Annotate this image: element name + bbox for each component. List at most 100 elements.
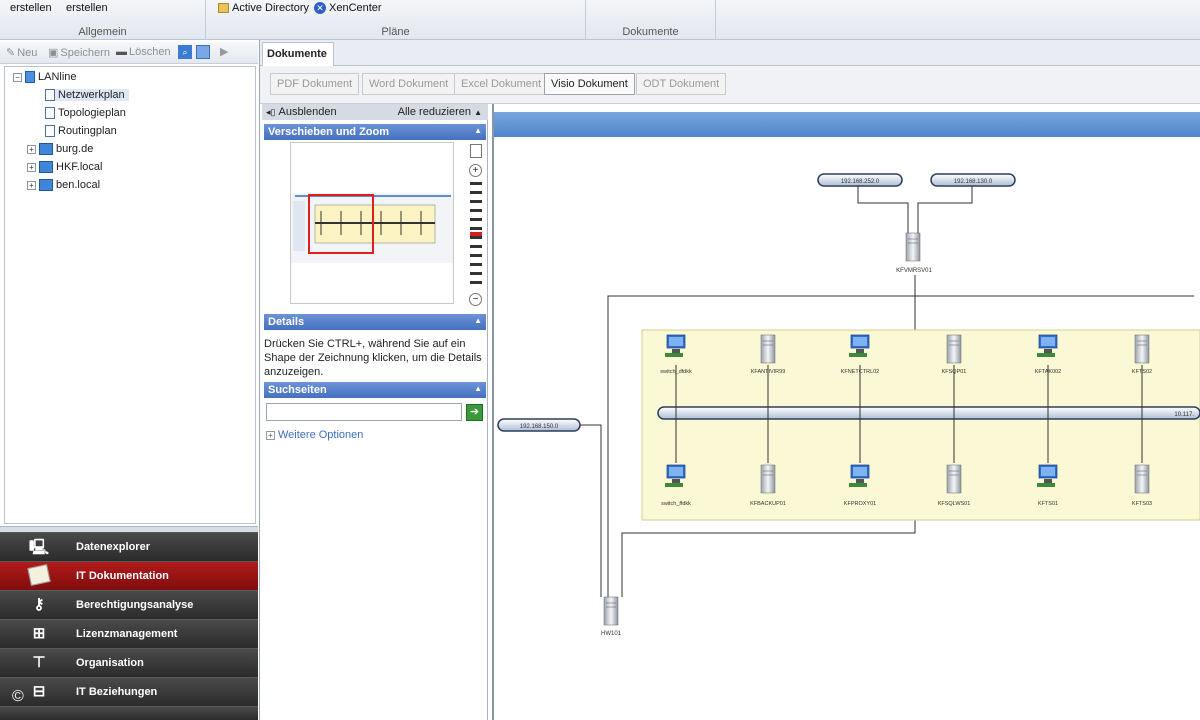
- section-header-details[interactable]: Details ▲: [264, 314, 486, 330]
- expand-icon[interactable]: +: [27, 162, 36, 172]
- zoom-thumb[interactable]: [470, 232, 482, 236]
- tree-node-ben[interactable]: + ben.local: [27, 179, 100, 191]
- ribbon-group-allgemein: erstellen erstellen Allgemein: [0, 0, 206, 40]
- weitere-optionen-label: Weitere Optionen: [278, 429, 364, 441]
- org-chart-icon: ⊤: [32, 654, 46, 671]
- zoom-preview[interactable]: [290, 142, 454, 304]
- word-button[interactable]: Word Dokument: [362, 73, 456, 95]
- page-icon[interactable]: [470, 144, 482, 158]
- section-header-zoom[interactable]: Verschieben und Zoom ▲: [264, 124, 486, 140]
- pdf-button[interactable]: PDF Dokument: [270, 73, 360, 95]
- nav-it-dokumentation[interactable]: IT Dokumentation: [0, 561, 258, 590]
- section-header-suche[interactable]: Suchseiten ▲: [264, 382, 486, 398]
- server-icon[interactable]: [1134, 334, 1150, 364]
- more-arrow-button[interactable]: ▶: [220, 45, 228, 58]
- search-go-button[interactable]: ➔: [466, 404, 483, 421]
- ribbon-group-dokumente: Dokumente: [586, 0, 716, 40]
- tree-label-hkf: HKF.local: [56, 161, 103, 173]
- workstation-icon[interactable]: [849, 464, 870, 487]
- nav-organisation[interactable]: ⊤ Organisation: [0, 648, 258, 677]
- collapse-up-icon: ▲: [474, 108, 482, 117]
- server-icon[interactable]: [1134, 464, 1150, 494]
- network-icon: ⊞: [32, 625, 46, 642]
- search-input[interactable]: [266, 403, 462, 421]
- expand-icon: +: [266, 430, 275, 440]
- server-icon[interactable]: [946, 334, 962, 364]
- active-directory-button[interactable]: Active Directory: [218, 2, 309, 14]
- nav-label: IT Dokumentation: [76, 570, 169, 582]
- subnet-top-left[interactable]: 192.168.252.0: [817, 173, 903, 187]
- expand-icon[interactable]: +: [27, 180, 36, 190]
- nav-label: Lizenzmanagement: [76, 628, 178, 640]
- nav-label: Berechtigungsanalyse: [76, 599, 194, 611]
- server-icon[interactable]: [946, 464, 962, 494]
- details-text: Drücken Sie CTRL+, während Sie auf ein S…: [264, 338, 482, 378]
- node-label-top: KFTAK002: [1035, 369, 1062, 375]
- excel-button[interactable]: Excel Dokument: [454, 73, 549, 95]
- new-button[interactable]: ✎ Neu: [6, 46, 37, 60]
- zoom-in-icon[interactable]: +: [469, 164, 482, 177]
- ribbon-group-plaene: Active Directory ✕ XenCenter Pläne: [206, 0, 586, 40]
- server-icon[interactable]: [760, 464, 776, 494]
- copy-button[interactable]: [196, 45, 210, 59]
- collapse-icon[interactable]: −: [13, 72, 22, 82]
- node-label-bottom: KFSQLWS01: [938, 501, 971, 507]
- workstation-icon[interactable]: [665, 334, 686, 357]
- tree-label-root: LANline: [38, 71, 77, 83]
- zoom-slider[interactable]: + −: [468, 144, 484, 306]
- odt-button[interactable]: ODT Dokument: [636, 73, 727, 95]
- domain-icon: [39, 161, 53, 173]
- server-icon[interactable]: [760, 334, 776, 364]
- search-button[interactable]: ⌕: [178, 45, 192, 59]
- subnet-top-right[interactable]: 192.168.130.0: [930, 173, 1016, 187]
- server-icon[interactable]: [905, 232, 921, 262]
- zoom-out-icon[interactable]: −: [469, 293, 482, 306]
- computer-icon: 🖳: [28, 539, 49, 556]
- ausblenden-button[interactable]: ◂▯ Ausblenden: [266, 106, 337, 118]
- nav-label: Organisation: [76, 657, 144, 669]
- workstation-icon[interactable]: [1037, 464, 1058, 487]
- node-label-bottom: switch_ffdkk: [661, 501, 691, 507]
- tree-node-routingplan[interactable]: Routingplan: [45, 125, 117, 137]
- key-icon: ⚷: [33, 596, 45, 613]
- nav-berechtigungsanalyse[interactable]: ⚷ Berechtigungsanalyse: [0, 590, 258, 619]
- section-title-suche: Suchseiten: [268, 384, 327, 396]
- server-icon[interactable]: [603, 596, 619, 626]
- nav-lizenzmanagement[interactable]: ⊞ Lizenzmanagement: [0, 619, 258, 648]
- tab-dokumente[interactable]: Dokumente: [262, 42, 334, 66]
- workstation-icon[interactable]: [849, 334, 870, 357]
- save-button[interactable]: ▣ Speichern: [48, 46, 110, 60]
- server-group-area: [641, 329, 1200, 521]
- visio-button[interactable]: Visio Dokument: [544, 73, 635, 95]
- workstation-icon[interactable]: [665, 464, 686, 487]
- xencenter-button[interactable]: ✕ XenCenter: [314, 2, 382, 14]
- tree-view: − LANline Netzwerkplan Topologieplan Rou…: [4, 66, 256, 524]
- tree-node-root[interactable]: − LANline: [13, 71, 77, 83]
- workstation-icon[interactable]: [1037, 334, 1058, 357]
- erstellen-button-1[interactable]: erstellen: [10, 2, 52, 14]
- nav-more[interactable]: [0, 706, 258, 720]
- arrow-right-icon: ➔: [469, 406, 480, 418]
- tree-node-burg[interactable]: + burg.de: [27, 143, 93, 155]
- delete-icon: ▬: [116, 46, 127, 58]
- tree-node-netzwerkplan[interactable]: Netzwerkplan: [45, 89, 129, 101]
- subnet-bus[interactable]: 10.117.: [657, 406, 1200, 420]
- alle-reduzieren-button[interactable]: Alle reduzieren ▲: [398, 106, 482, 118]
- nav-datenexplorer[interactable]: 🖳 Datenexplorer: [0, 532, 258, 561]
- expand-icon[interactable]: +: [27, 144, 36, 154]
- side-panel-header: ◂▯ Ausblenden Alle reduzieren ▲: [262, 104, 488, 120]
- subnet-top-left-label: 192.168.252.0: [841, 179, 880, 185]
- erstellen-button-2[interactable]: erstellen: [66, 2, 108, 14]
- subnet-left[interactable]: 192.168.150.0: [497, 418, 581, 432]
- splitter[interactable]: [0, 526, 258, 532]
- node-label-bottom: KFBACKUP01: [750, 501, 786, 507]
- nav-it-beziehungen[interactable]: ⊟ IT Beziehungen: [0, 677, 258, 706]
- tree-node-hkf[interactable]: + HKF.local: [27, 161, 102, 173]
- delete-button[interactable]: ▬ Löschen: [116, 46, 171, 58]
- tree-label-netzwerkplan: Netzwerkplan: [58, 89, 125, 101]
- weitere-optionen-link[interactable]: + Weitere Optionen: [266, 429, 363, 441]
- active-directory-label: Active Directory: [232, 2, 310, 14]
- server-label-bottom: HW101: [601, 631, 622, 637]
- tree-node-topologieplan[interactable]: Topologieplan: [45, 107, 126, 119]
- node-label-bottom: KFPROXY01: [844, 501, 876, 507]
